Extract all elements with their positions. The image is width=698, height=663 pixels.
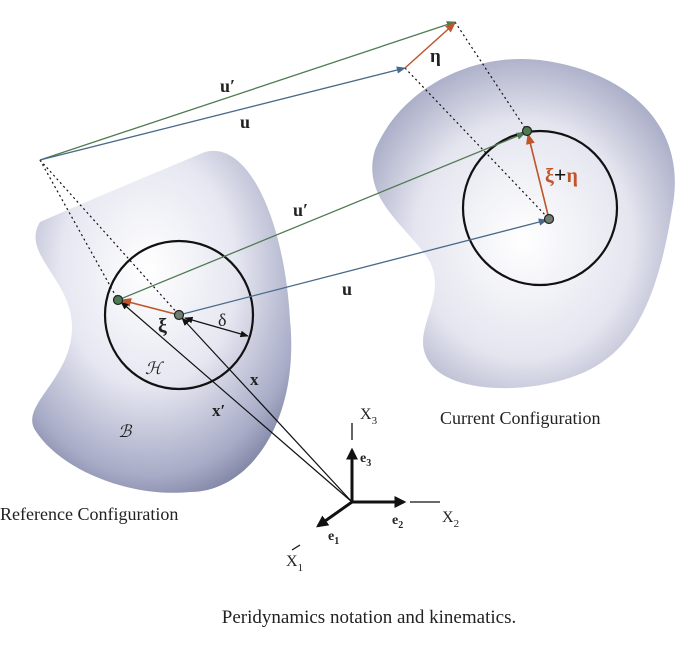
point-x-prime-current bbox=[521, 125, 533, 137]
point-x-prime-reference bbox=[112, 294, 124, 306]
label-basis-e3: e3 bbox=[360, 451, 371, 469]
bond-xi-reference bbox=[119, 298, 180, 316]
vector-u bbox=[178, 218, 548, 316]
label-axis-x2: X2 bbox=[442, 509, 459, 530]
horizon-radius-arrow bbox=[184, 316, 249, 338]
label-reference-configuration: Reference Configuration bbox=[0, 504, 178, 524]
label-u-top: u bbox=[240, 112, 250, 132]
label-u: u bbox=[342, 279, 352, 299]
label-basis-e2: e2 bbox=[392, 513, 403, 531]
label-x: x bbox=[250, 370, 259, 389]
current-body bbox=[372, 58, 675, 389]
point-x-reference bbox=[173, 309, 185, 321]
reference-horizon-circle bbox=[103, 239, 255, 391]
label-axis-x1: X1 bbox=[286, 553, 303, 574]
figure-caption: Peridynamics notation and kinematics. bbox=[222, 607, 516, 628]
material-points bbox=[112, 125, 555, 321]
vector-eta-top bbox=[404, 22, 456, 69]
vector-u-prime-top bbox=[39, 21, 456, 161]
dotted-construction-lines bbox=[39, 21, 550, 316]
label-axis-x3: X3 bbox=[360, 406, 378, 427]
position-vector-x-prime bbox=[120, 301, 353, 503]
coordinate-axes bbox=[291, 423, 440, 551]
label-body: ℬ bbox=[118, 422, 133, 441]
label-horizon: ℋ bbox=[145, 359, 165, 378]
label-u-prime-top: u′ bbox=[220, 76, 235, 96]
label-basis-e1: e1 bbox=[328, 529, 339, 547]
reference-body bbox=[32, 150, 292, 493]
label-current-configuration: Current Configuration bbox=[440, 408, 600, 428]
bond-xi-eta-current bbox=[526, 132, 550, 220]
vector-u-top bbox=[39, 66, 406, 161]
label-xi-eta: ξ+η bbox=[545, 162, 578, 187]
label-eta-top: η bbox=[430, 46, 441, 67]
current-horizon-circle bbox=[461, 129, 619, 287]
label-xi: ξ bbox=[158, 315, 167, 337]
basis-e1-arrow bbox=[316, 500, 353, 528]
label-delta: δ bbox=[218, 310, 226, 330]
position-vector-x bbox=[181, 317, 353, 503]
point-x-current bbox=[543, 213, 555, 225]
label-u-prime: u′ bbox=[293, 200, 308, 220]
label-x-prime: x′ bbox=[212, 401, 225, 420]
vector-u-prime bbox=[117, 132, 526, 301]
